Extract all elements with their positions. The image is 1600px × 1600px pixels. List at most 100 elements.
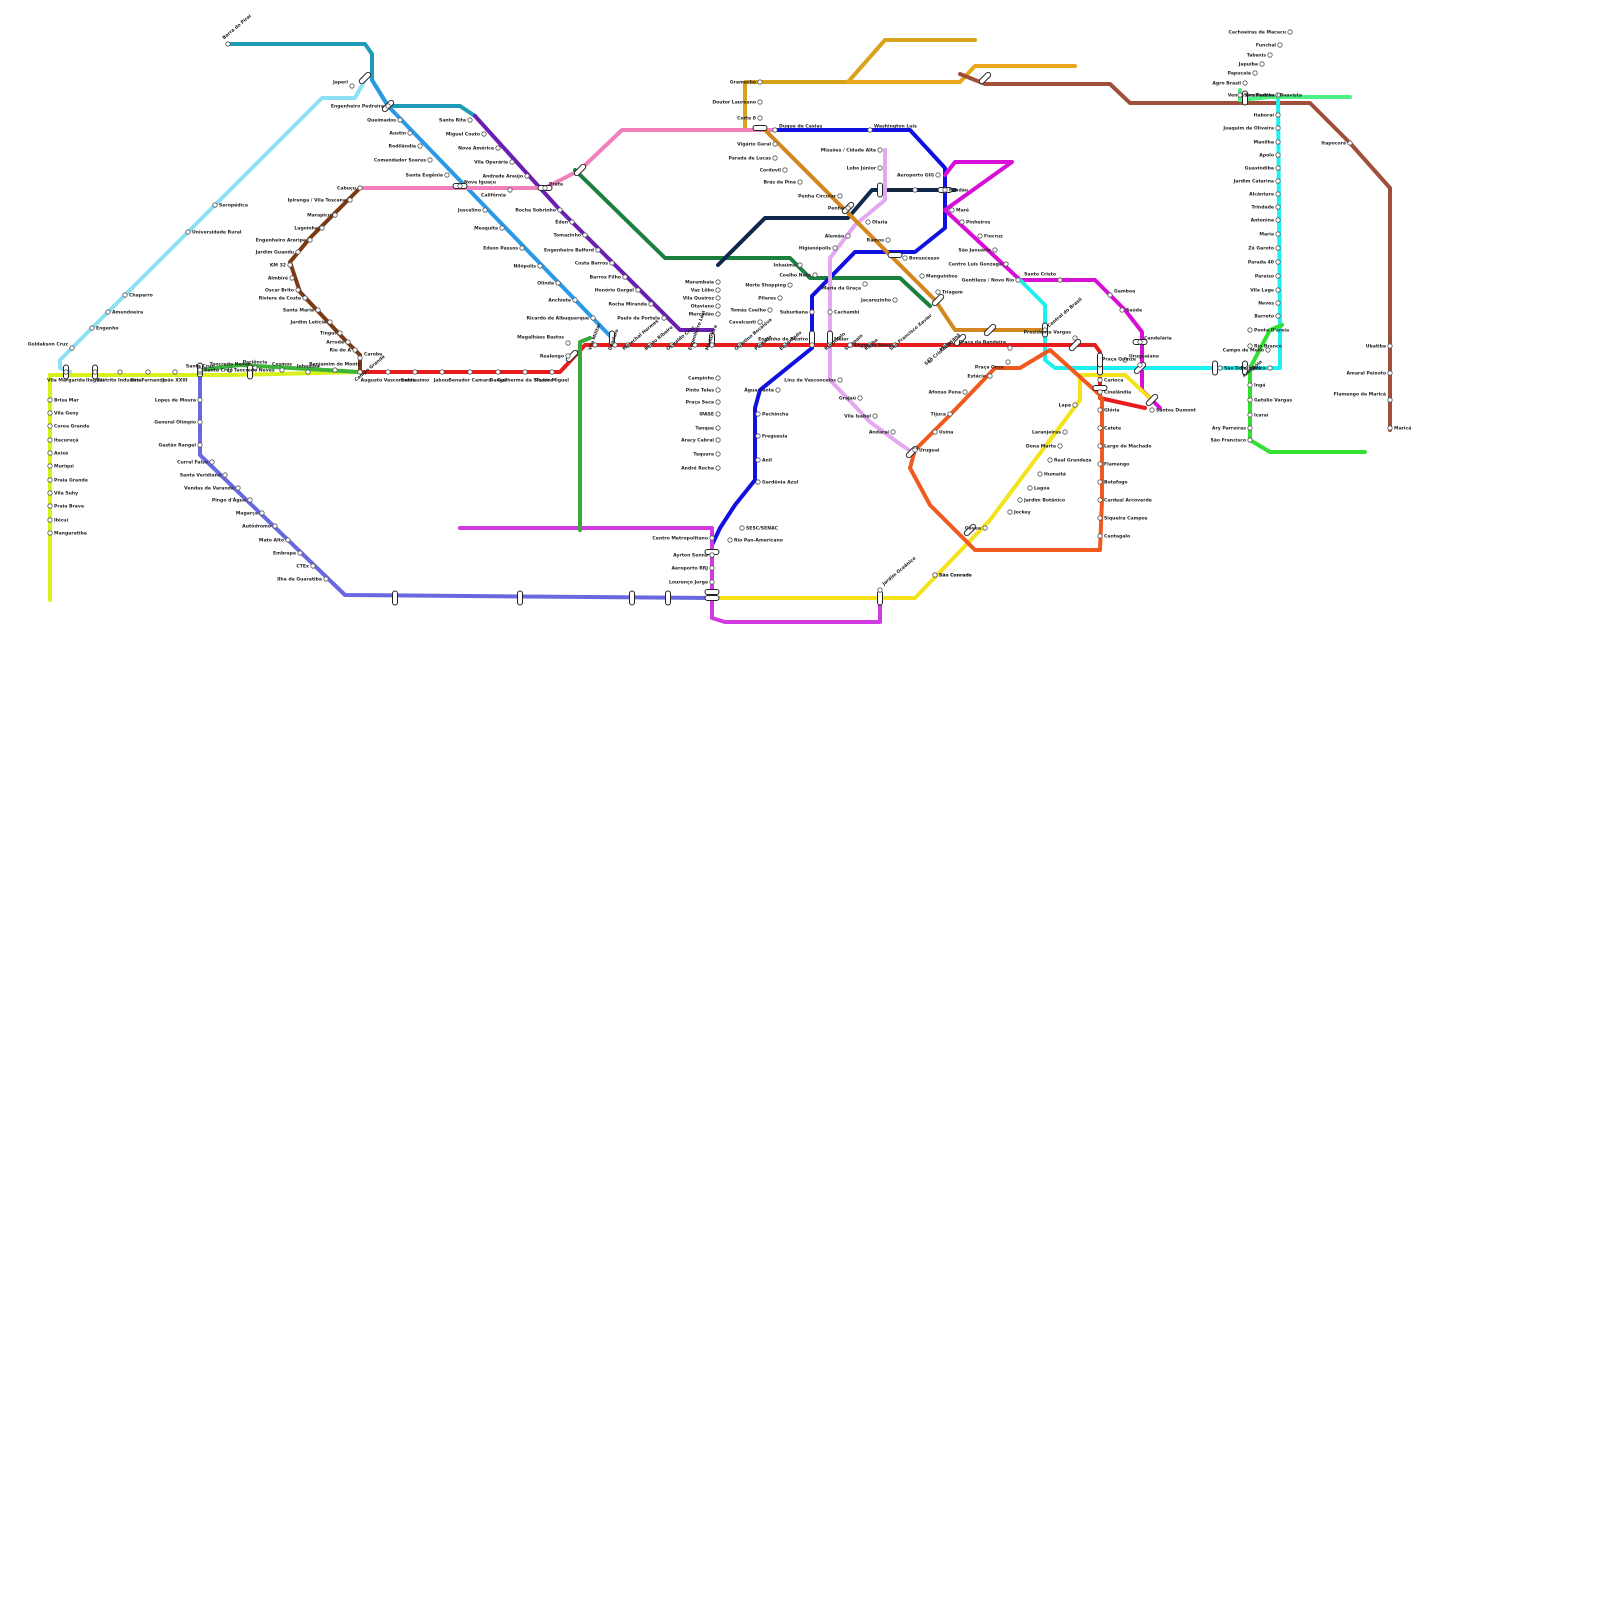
station-s252[interactable]: Funchal [1256,43,1282,49]
station-dot[interactable] [48,478,52,482]
station-dot[interactable] [710,566,714,570]
station-s251[interactable]: Cachoeiras de Macacu [1228,30,1292,36]
station-s6[interactable]: Rodilândia [389,143,423,150]
station-s42[interactable]: Brás de Pina [763,179,802,186]
station-s94[interactable]: Afonso Pena [929,390,968,396]
station-dot[interactable] [1073,403,1077,407]
station-dot[interactable] [320,226,324,230]
station-dot[interactable] [833,246,837,250]
station-dot[interactable] [198,443,202,447]
station-s192[interactable]: Coroa Grande [48,424,90,430]
station-dot[interactable] [756,412,760,416]
station-s2[interactable]: Japeri [332,80,354,89]
station-dot[interactable] [48,531,52,535]
station-s113[interactable]: Suburbana [780,310,814,316]
station-dot[interactable] [496,146,500,150]
station-s246[interactable]: Ingá [1248,382,1266,389]
station-s11[interactable]: Mesquita [474,226,504,232]
station-s256[interactable]: Agro Brasil [1212,81,1247,87]
station-dot[interactable] [146,370,150,374]
station-dot[interactable] [306,370,310,374]
station-dot[interactable] [846,234,850,238]
station-s66[interactable]: Presidente Vargas [1024,330,1078,341]
station-dot[interactable] [716,376,720,380]
station-s75[interactable]: Largo do Machado [1098,444,1152,450]
station-dot[interactable] [358,356,362,360]
station-dot[interactable] [348,198,352,202]
station-dot[interactable] [1388,426,1392,430]
station-s65[interactable]: Central do Brasil [1043,296,1084,332]
station-dot[interactable] [338,331,342,335]
station-s215[interactable]: Oscar Brito [265,288,300,294]
station-dot[interactable] [1388,398,1392,402]
station-s249[interactable]: Ary Parreiras [1212,426,1252,432]
station-s238[interactable]: Neves [1258,301,1280,307]
station-dot[interactable] [1276,314,1280,318]
station-dot[interactable] [508,188,512,192]
station-s1[interactable]: Barra do Piraí [221,12,253,46]
station-s118[interactable]: Água Santa [744,387,780,394]
station-dot[interactable] [550,370,554,374]
station-dot[interactable] [48,438,52,442]
station-dot[interactable] [1276,192,1280,196]
station-dot[interactable] [846,206,850,210]
station-s233[interactable]: Maria [1259,232,1280,238]
station-s63[interactable]: Gamboa [1108,289,1135,298]
station-s91[interactable]: Praça da Bandeira [959,340,1013,351]
station-dot[interactable] [64,370,68,374]
station-dot[interactable] [848,343,852,347]
station-dot[interactable] [48,504,52,508]
station-s211[interactable]: Engenheiro Araripe [256,238,312,244]
station-s182[interactable]: Vendas de Varanda [184,486,240,492]
station-s140[interactable]: Lourenço Jorge [669,580,714,586]
station-s214[interactable]: Aimbiré [268,275,294,282]
station-s245[interactable]: São Domingos [1218,366,1261,372]
station-dot[interactable] [1098,378,1102,382]
station-dot[interactable] [798,180,802,184]
station-dot[interactable] [716,304,720,308]
station-s121[interactable]: Anil [756,458,773,464]
station-s196[interactable]: Praia Grande [48,478,88,484]
station-s78[interactable]: Cardeal Arcoverde [1098,498,1152,504]
station-dot[interactable] [963,390,967,394]
station-dot[interactable] [758,80,762,84]
station-dot[interactable] [413,370,417,374]
station-dot[interactable] [408,131,412,135]
station-s33[interactable]: Magalhães Bastos [517,335,570,346]
station-s7[interactable]: Comendador Soares [374,158,432,164]
station-dot[interactable] [428,158,432,162]
station-s239[interactable]: Barreto [1254,314,1280,320]
station-dot[interactable] [758,100,762,104]
station-dot[interactable] [1288,30,1292,34]
station-s202[interactable]: Universidade Rural [186,230,242,236]
station-dot[interactable] [716,400,720,404]
station-dot[interactable] [186,230,190,234]
station-s226[interactable]: Manilha [1254,140,1281,146]
station-dot[interactable] [280,368,284,372]
station-s204[interactable]: Amendoeira [106,310,143,316]
station-dot[interactable] [1348,141,1352,145]
station-dot[interactable] [773,128,777,132]
station-s213[interactable]: KM 32 [270,263,292,269]
station-dot[interactable] [993,248,997,252]
station-dot[interactable] [248,498,252,502]
station-dot[interactable] [828,310,832,314]
station-s18[interactable]: Miguel Couto [446,132,486,138]
station-s29[interactable]: Barros Filho [590,275,628,281]
station-dot[interactable] [1268,366,1272,370]
station-s236[interactable]: Paraíso [1255,273,1280,280]
station-s143[interactable]: Jardim Oceânico [878,555,918,592]
station-s261[interactable]: Flamengo de Maricá [1334,391,1393,403]
station-dot[interactable] [445,173,449,177]
station-dot[interactable] [1018,498,1022,502]
station-s8[interactable]: Santa Eugênia [406,172,450,179]
station-s129[interactable]: Campinho [688,376,720,382]
station-s114[interactable]: Norte Shopping [745,283,792,289]
station-s27[interactable]: Engenheiro Belford [544,248,600,254]
station-dot[interactable] [566,354,570,358]
station-s57[interactable]: Pinheiros [960,220,991,226]
station-s189[interactable]: Ilha de Guaratiba [277,577,328,583]
station-dot[interactable] [866,220,870,224]
station-dot[interactable] [303,296,307,300]
station-dot[interactable] [440,370,444,374]
